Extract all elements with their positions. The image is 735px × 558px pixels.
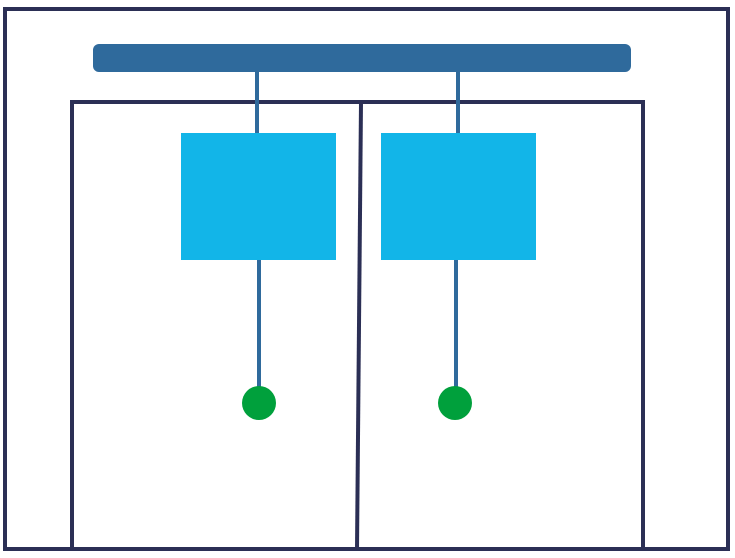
unit-left xyxy=(181,72,336,420)
left-node xyxy=(242,386,276,420)
left-box xyxy=(181,133,336,260)
outer-frame xyxy=(3,7,730,551)
unit-right xyxy=(381,72,536,420)
inner-enclosure xyxy=(70,100,645,549)
top-rail-bar xyxy=(93,44,631,72)
right-node xyxy=(438,386,472,420)
right-box xyxy=(381,133,536,260)
center-divider xyxy=(355,101,363,550)
